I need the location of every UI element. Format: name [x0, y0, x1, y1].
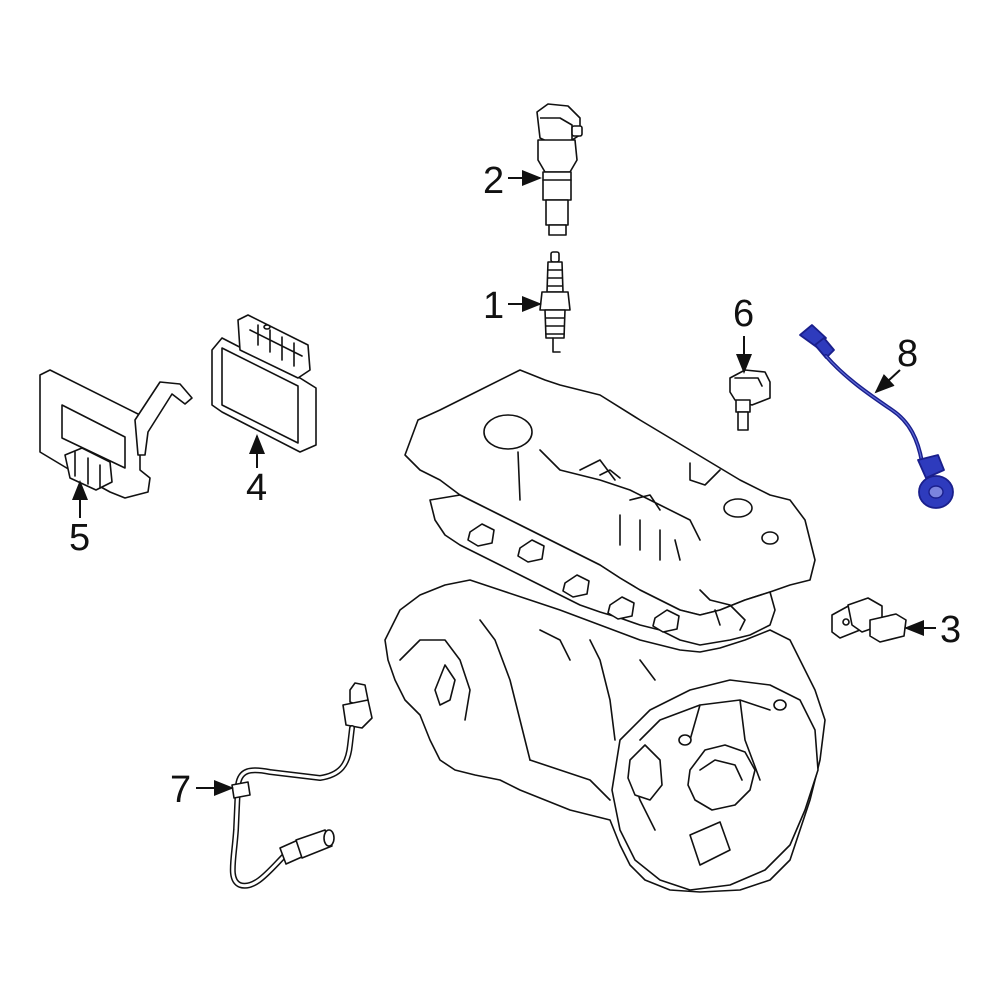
callout-3: 3 — [904, 609, 961, 651]
svg-text:4: 4 — [246, 467, 267, 509]
svg-text:6: 6 — [733, 293, 754, 335]
callout-5: 5 — [69, 480, 90, 559]
oxygen-sensor[interactable] — [229, 682, 373, 889]
temperature-sensor[interactable] — [729, 369, 771, 431]
ecm-bracket[interactable] — [39, 369, 193, 499]
svg-text:3: 3 — [940, 609, 961, 651]
camshaft-sensor[interactable] — [831, 597, 907, 643]
callout-8: 8 — [874, 333, 918, 394]
callout-4: 4 — [246, 434, 267, 509]
spark-plug[interactable] — [539, 251, 571, 353]
ignition-coil[interactable] — [536, 103, 583, 236]
engine-control-module[interactable] — [211, 314, 317, 453]
svg-text:5: 5 — [69, 517, 90, 559]
svg-text:1: 1 — [483, 285, 504, 327]
svg-text:2: 2 — [483, 160, 504, 202]
callout-1: 1 — [483, 285, 542, 327]
callout-7: 7 — [170, 769, 234, 811]
svg-text:8: 8 — [897, 333, 918, 375]
knock-sensor[interactable] — [799, 324, 954, 509]
svg-text:7: 7 — [170, 769, 191, 811]
callout-2: 2 — [483, 160, 542, 202]
engine-assembly — [384, 369, 826, 893]
callout-6: 6 — [733, 293, 754, 374]
